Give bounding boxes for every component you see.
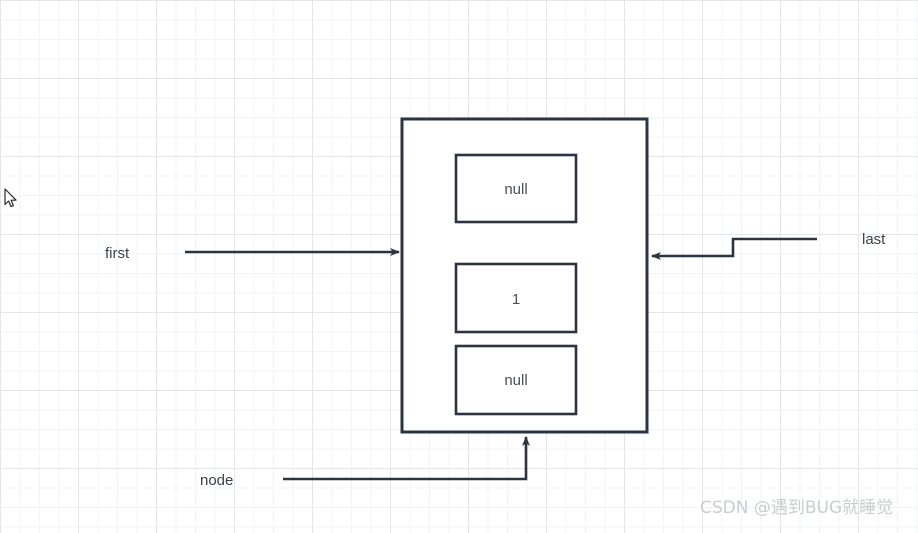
node-pointer-arrow xyxy=(283,436,530,481)
item-field-value: 1 xyxy=(511,291,521,308)
prev-field-value: null xyxy=(504,181,528,198)
prev-field-rect xyxy=(454,153,578,224)
next-field-value: null xyxy=(504,372,528,389)
first-pointer-label: first xyxy=(105,245,130,262)
next-field-rect xyxy=(454,344,578,416)
mouse-cursor-icon xyxy=(4,188,17,208)
node-pointer-label: node xyxy=(200,472,234,489)
item-field-rect xyxy=(454,262,578,334)
last-pointer-arrow xyxy=(651,237,817,260)
csdn-watermark: CSDN @遇到BUG就睡觉 xyxy=(700,498,894,518)
last-pointer-label: last xyxy=(862,231,886,248)
